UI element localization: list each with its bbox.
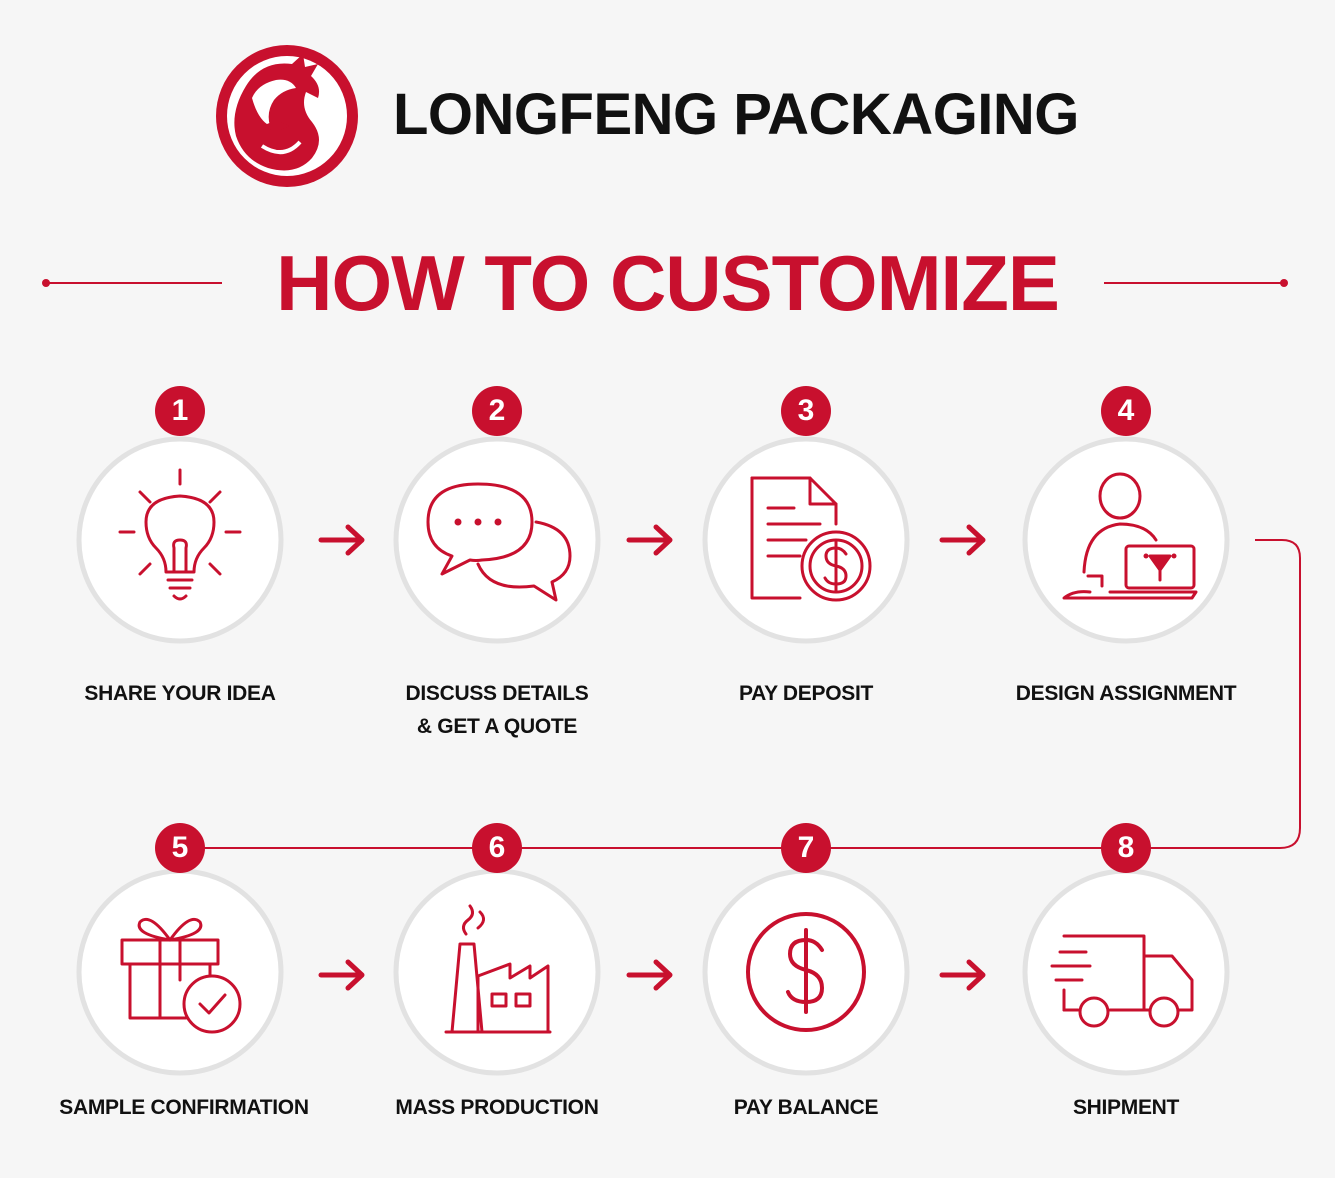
step-6-label-line: MASS PRODUCTION <box>395 1096 599 1119</box>
step-2-label-line-2: & GET A QUOTE <box>416 715 578 738</box>
step-6-badge: 6 <box>472 823 522 873</box>
delivery-truck-icon <box>1050 934 1194 1028</box>
brand-name: LONGFENG PACKAGING <box>393 82 1079 147</box>
dragon-logo-icon <box>216 45 358 187</box>
invoice-dollar-icon <box>750 476 872 602</box>
dollar-coin-icon <box>746 912 866 1032</box>
step-1-badge: 1 <box>155 386 205 436</box>
arrow-right-icon <box>318 959 365 991</box>
step-1-label-line: SHARE YOUR IDEA <box>84 682 276 705</box>
designer-laptop-icon <box>1062 472 1198 600</box>
title-divider-lines <box>42 279 1288 287</box>
step-5-badge: 5 <box>155 823 205 873</box>
step-2-label: DISCUSS DETAILS & GET A QUOTE <box>347 677 647 743</box>
arrow-right-icon <box>626 959 673 991</box>
step-4-circle <box>1022 436 1230 644</box>
step-7-label-line: PAY BALANCE <box>733 1096 879 1119</box>
step-4-label-line: DESIGN ASSIGNMENT <box>1015 682 1237 705</box>
step-7-label: PAY BALANCE <box>656 1091 956 1124</box>
page-title: HOW TO CUSTOMIZE <box>276 239 1060 327</box>
step-6-label: MASS PRODUCTION <box>347 1091 647 1124</box>
step-8-badge: 8 <box>1101 823 1151 873</box>
arrow-right-icon <box>626 524 673 556</box>
arrow-right-icon <box>939 524 986 556</box>
gift-check-icon <box>120 917 242 1034</box>
step-7-badge: 7 <box>781 823 831 873</box>
step-4-label: DESIGN ASSIGNMENT <box>976 677 1276 710</box>
step-3-badge: 3 <box>781 386 831 436</box>
step-8-circle <box>1022 868 1230 1076</box>
chat-bubbles-icon <box>426 482 572 602</box>
step-2-label-line-1: DISCUSS DETAILS <box>405 682 589 705</box>
arrow-right-icon <box>939 959 986 991</box>
step-6-circle <box>393 868 601 1076</box>
factory-icon <box>444 904 552 1034</box>
row-connector-line <box>180 539 1301 849</box>
step-3-label-line: PAY DEPOSIT <box>738 682 874 705</box>
step-5-label-line: SAMPLE CONFIRMATION <box>59 1096 309 1119</box>
step-8-label: SHIPMENT <box>976 1091 1276 1124</box>
step-5-label: SAMPLE CONFIRMATION <box>34 1091 334 1124</box>
step-4-badge: 4 <box>1101 386 1151 436</box>
step-1-label: SHARE YOUR IDEA <box>30 677 330 710</box>
step-2-badge: 2 <box>472 386 522 436</box>
step-3-label: PAY DEPOSIT <box>656 677 956 710</box>
arrow-right-icon <box>318 524 365 556</box>
lightbulb-icon <box>118 468 242 601</box>
step-8-label-line: SHIPMENT <box>1072 1096 1180 1119</box>
